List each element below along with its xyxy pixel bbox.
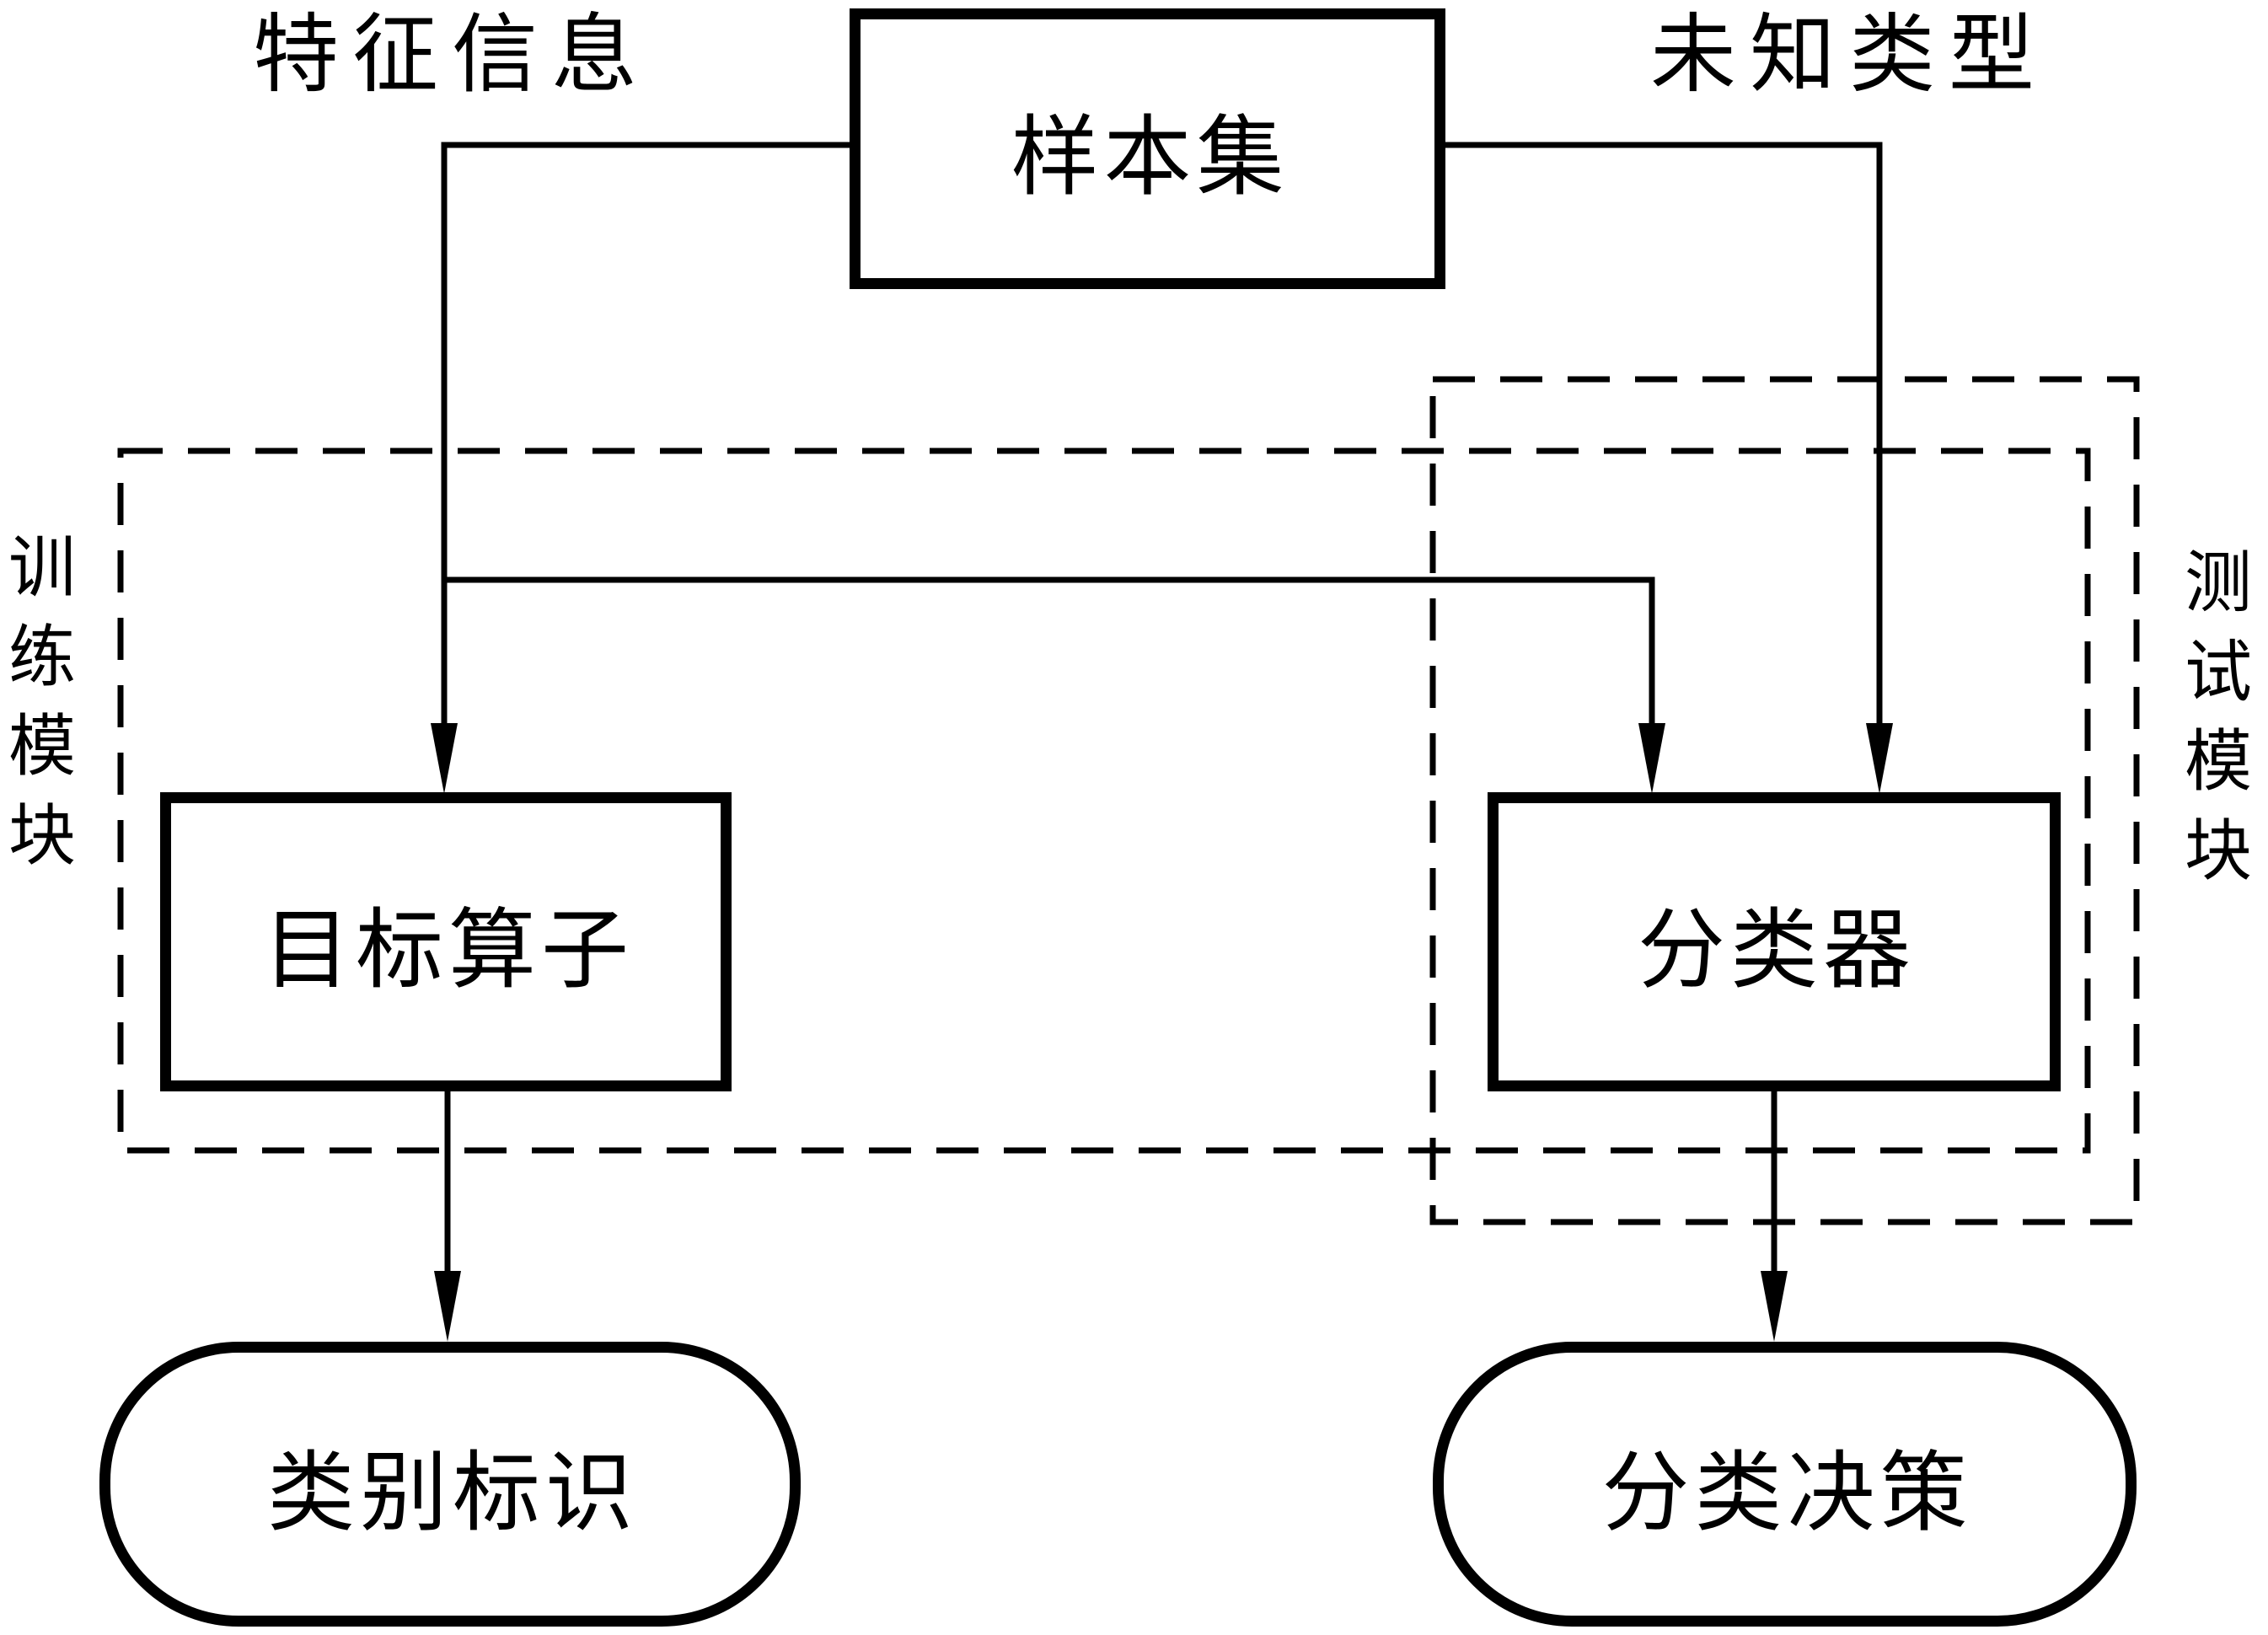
- edge-sample-to-target: [441, 142, 850, 726]
- training-module-label: 训练模块: [8, 532, 76, 874]
- target-operator-box: 目标算子: [160, 792, 732, 1091]
- class-label-terminal: 类别标识: [99, 1342, 801, 1627]
- target-operator-label: 目标算子: [262, 903, 634, 1000]
- sample-set-box: 样本集: [850, 8, 1445, 289]
- classification-decision-terminal: 分类决策: [1433, 1342, 2137, 1627]
- class-label-text: 类别标识: [266, 1445, 638, 1542]
- classifier-label: 分类器: [1637, 903, 1916, 1000]
- arrowhead-decision: [1761, 1271, 1788, 1342]
- arrowhead-target-operator: [431, 723, 458, 794]
- unknown-type-label: 未知类型: [1650, 8, 2048, 104]
- sample-set-label: 样本集: [1011, 110, 1289, 206]
- arrowhead-classifier-right: [1866, 723, 1893, 794]
- arrowhead-classifier-left: [1638, 723, 1665, 794]
- testing-module-label: 测试模块: [2185, 547, 2252, 889]
- training-module-region: [117, 448, 2091, 1154]
- feature-info-label: 特征信息: [253, 8, 651, 104]
- arrowhead-class-label: [434, 1271, 461, 1342]
- classification-decision-text: 分类决策: [1601, 1445, 1973, 1542]
- edge-sample-to-classifier: [1445, 142, 1883, 726]
- edge-feature-to-classifier: [444, 576, 1655, 726]
- classifier-box: 分类器: [1488, 792, 2061, 1091]
- testing-module-region: [1429, 376, 2140, 1225]
